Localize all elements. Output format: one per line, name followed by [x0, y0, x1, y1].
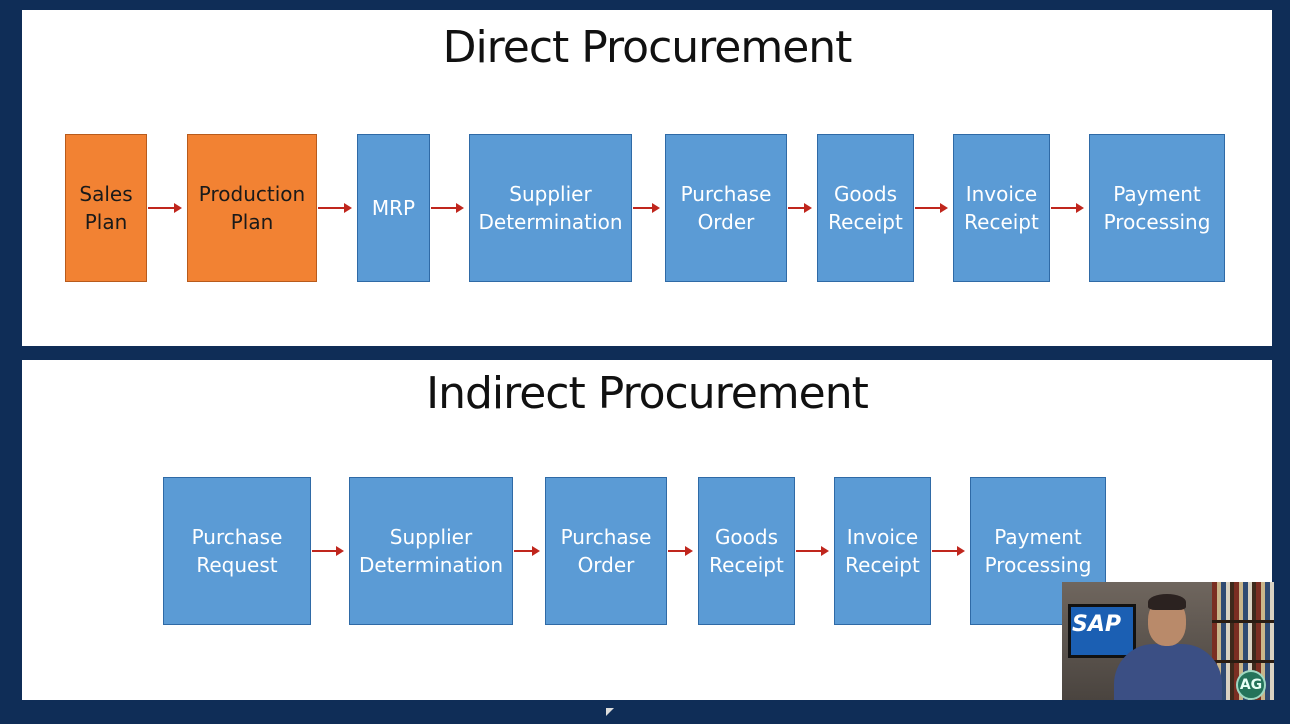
direct-flow-arrow-icon [1051, 203, 1084, 213]
direct-step-box: Supplier Determination [469, 134, 632, 282]
channel-badge: AG [1236, 670, 1266, 700]
indirect-flow-arrow-icon [668, 546, 693, 556]
direct-flow-arrow-icon [318, 203, 352, 213]
indirect-step-box: Purchase Order [545, 477, 667, 625]
sap-logo: SAP [1072, 612, 1121, 637]
indirect-step-box: Goods Receipt [698, 477, 795, 625]
presenter-body [1114, 644, 1222, 700]
direct-step-box: Invoice Receipt [953, 134, 1050, 282]
indirect-flow-arrow-icon [796, 546, 829, 556]
tv-screen [1068, 604, 1136, 658]
shelf-board [1212, 620, 1274, 623]
direct-flow-arrow-icon [915, 203, 948, 213]
indirect-procurement-title: Indirect Procurement [426, 368, 869, 419]
indirect-flow-arrow-icon [932, 546, 965, 556]
indirect-step-box: Invoice Receipt [834, 477, 931, 625]
indirect-flow-arrow-icon [312, 546, 344, 556]
direct-step-box: Production Plan [187, 134, 317, 282]
indirect-step-box: Purchase Request [163, 477, 311, 625]
direct-step-box: Payment Processing [1089, 134, 1225, 282]
direct-step-box: Goods Receipt [817, 134, 914, 282]
direct-flow-arrow-icon [431, 203, 464, 213]
indirect-procurement-panel: Indirect Procurement Purchase Request Sup… [22, 360, 1272, 700]
direct-procurement-title: Direct Procurement [442, 22, 853, 73]
indirect-flow-arrow-icon [514, 546, 540, 556]
indirect-step-box: Supplier Determination [349, 477, 513, 625]
direct-step-box: Purchase Order [665, 134, 787, 282]
direct-step-box: Sales Plan [65, 134, 147, 282]
presenter-hair [1148, 594, 1186, 610]
direct-flow-arrow-icon [633, 203, 660, 213]
direct-step-box: MRP [357, 134, 430, 282]
direct-procurement-panel: Direct Procurement Sales Plan Production … [22, 10, 1272, 346]
direct-flow-arrow-icon [788, 203, 812, 213]
direct-flow-arrow-icon [148, 203, 182, 213]
presenter-webcam-overlay: SAP AG [1062, 582, 1274, 700]
shelf-board [1212, 660, 1274, 663]
mouse-cursor-icon [606, 708, 614, 716]
